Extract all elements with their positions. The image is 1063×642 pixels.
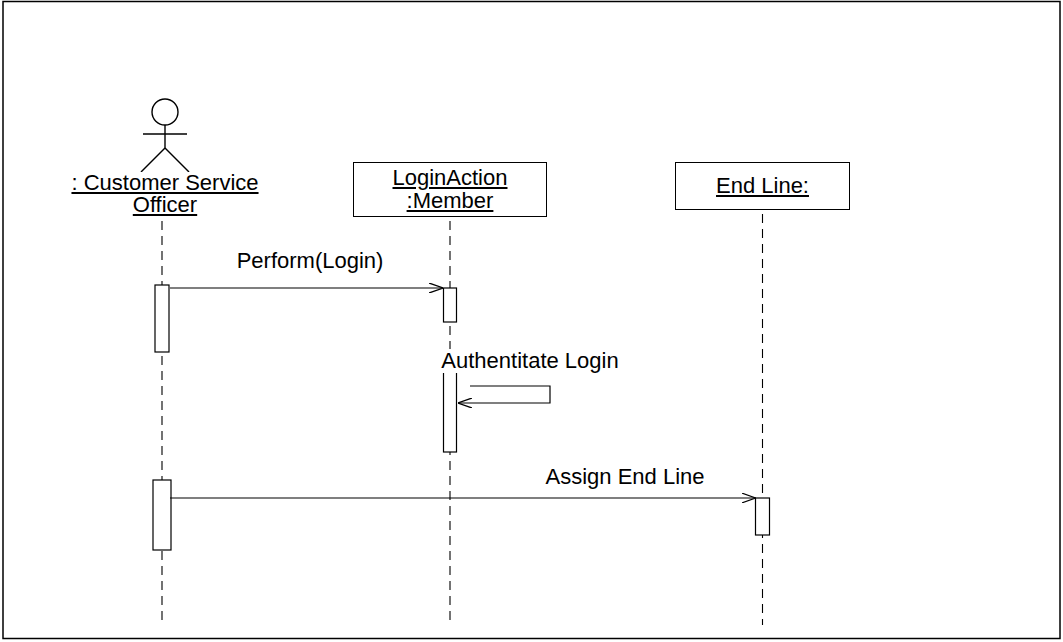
diagram-frame [3, 2, 1060, 639]
activation-bar [756, 498, 770, 535]
actor-head [152, 99, 178, 125]
message-label: Perform(Login) [235, 249, 386, 273]
lifeline [762, 214, 763, 625]
actor-limb [143, 133, 187, 134]
messages [170, 288, 756, 498]
message-arrow [170, 497, 756, 498]
activation-bar [153, 480, 171, 550]
actor-limb [164, 125, 165, 148]
lifelines [162, 214, 763, 625]
actor-name: : Customer Service Officer [50, 172, 280, 217]
lifeline [161, 221, 162, 625]
lifeline-object-box: End Line: [675, 162, 850, 210]
object-name: LoginAction :Member [358, 167, 542, 212]
actor-limb [141, 148, 165, 172]
actor-figure [50, 92, 280, 172]
message-arrow [170, 287, 443, 288]
message-label: Assign End Line [544, 465, 707, 489]
object-name: End Line: [716, 175, 809, 197]
activations [153, 285, 770, 550]
activation-bar [155, 285, 169, 352]
message-arrow [458, 386, 550, 403]
actor-limb [165, 148, 189, 172]
lifeline-object-box: LoginAction :Member [353, 162, 547, 217]
message-label: Authentitate Login [439, 349, 620, 373]
activation-bar [444, 288, 457, 322]
actor-node: : Customer Service Officer [50, 92, 280, 217]
activation-bar [444, 372, 457, 452]
